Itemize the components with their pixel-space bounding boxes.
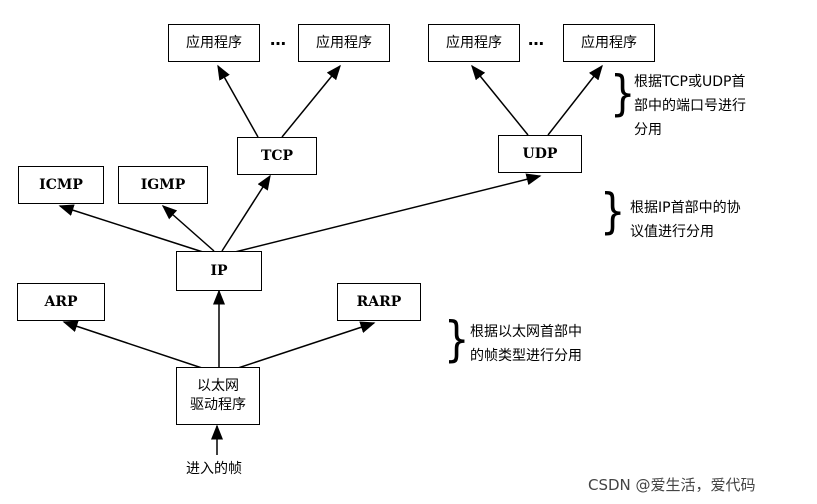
arrow-tcp-app1	[217, 64, 259, 138]
note-transport-demux: 根据TCP或UDP首 部中的端口号进行 分用	[634, 74, 746, 138]
arrow-udp-app4	[547, 64, 603, 136]
arrow-driver-arp	[62, 320, 209, 371]
ip-box: IP	[176, 251, 262, 291]
arrow-ip-udp	[234, 173, 542, 253]
arrow-udp-app3	[471, 64, 529, 136]
brace-transport: }	[610, 66, 636, 122]
incoming-frames-label: 进入的帧	[186, 461, 242, 477]
note-ip-demux: 根据IP首部中的协 议值进行分用	[630, 200, 741, 240]
rarp-box: RARP	[337, 283, 421, 321]
note-ethernet-demux: 根据以太网首部中 的帧类型进行分用	[470, 324, 582, 364]
tcp-box: TCP	[237, 137, 317, 175]
app-box-1: 应用程序	[168, 24, 260, 62]
icmp-box: ICMP	[18, 166, 104, 204]
ethernet-driver-box: 以太网 驱动程序	[176, 367, 260, 425]
ellipsis-left: …	[270, 30, 288, 49]
arrow-tcp-app2	[281, 64, 341, 138]
footer-watermark: CSDN @爱生活，爱代码	[588, 476, 756, 494]
brace-ethernet: }	[444, 312, 470, 368]
arp-box: ARP	[17, 283, 105, 321]
arrow-ip-icmp	[58, 204, 207, 254]
app-box-3: 应用程序	[428, 24, 520, 62]
udp-box: UDP	[498, 135, 582, 173]
arrow-driver-rarp	[231, 321, 376, 371]
app-box-4: 应用程序	[563, 24, 655, 62]
app-box-2: 应用程序	[298, 24, 390, 62]
ellipsis-right: …	[528, 30, 546, 49]
brace-ip: }	[600, 184, 626, 240]
igmp-box: IGMP	[118, 166, 208, 204]
arrow-ip-tcp	[221, 174, 271, 252]
arrow-ip-igmp	[161, 205, 215, 252]
